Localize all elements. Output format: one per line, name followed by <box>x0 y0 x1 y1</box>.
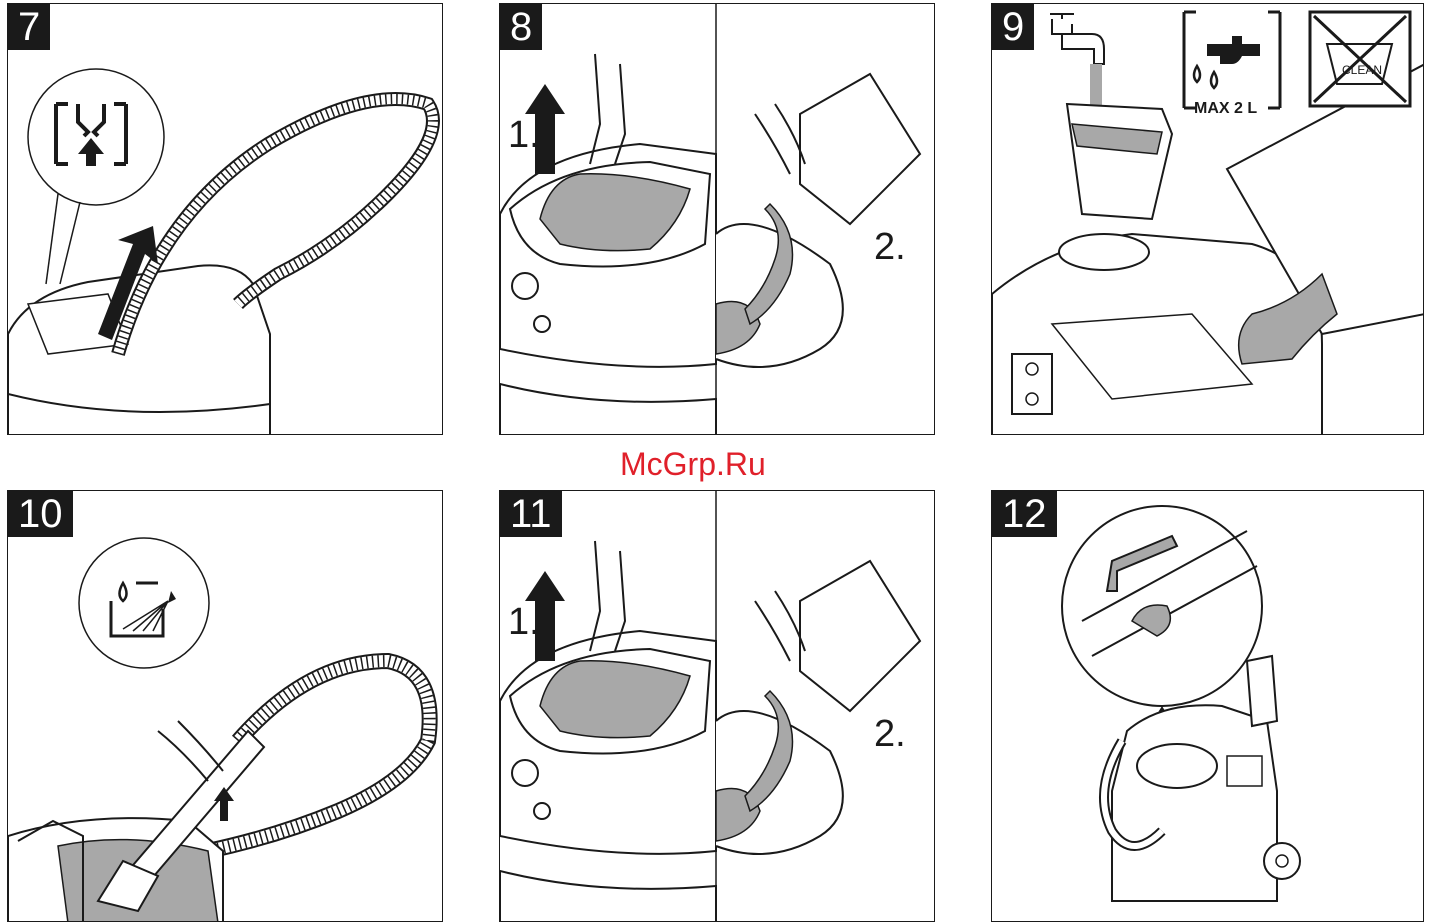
panel-9: 9 MAX 2 L CLEAN <box>991 3 1424 435</box>
step-1-label: 1. <box>508 601 540 644</box>
no-detergent-icon: CLEAN <box>992 4 1424 435</box>
empty-tank-illustration-2 <box>500 491 935 922</box>
panel-11: 11 1. 2. <box>499 490 935 922</box>
panel-10: 10 <box>7 490 443 922</box>
hose-park-icon <box>8 4 443 435</box>
panel-7: 7 <box>7 3 443 435</box>
step-2-label: 2. <box>874 226 906 269</box>
watermark: McGrp.Ru <box>620 446 766 483</box>
panel-8: 8 1. 2. <box>499 3 935 435</box>
step-2-label: 2. <box>874 713 906 756</box>
empty-tank-illustration <box>500 4 935 435</box>
storage-illustration <box>992 491 1424 922</box>
step-1-label: 1. <box>508 114 540 157</box>
panel-12: 12 <box>991 490 1424 922</box>
rinse-spray-icon <box>8 491 443 922</box>
